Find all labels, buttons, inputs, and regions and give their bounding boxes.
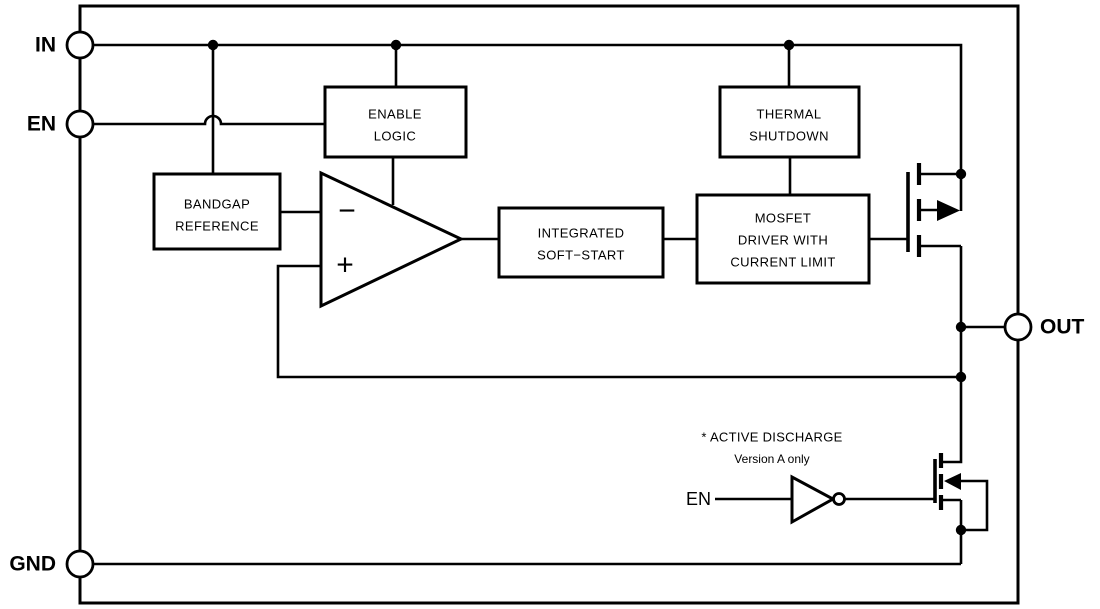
block-integrated-soft-start: INTEGRATED SOFT−START [497,206,665,279]
block-enable-logic: ENABLE LOGIC [323,85,468,159]
junction-dot [783,39,795,51]
error-amplifier: − + [319,170,465,309]
soft-start-label-1: INTEGRATED [538,226,625,241]
inverter-bubble [832,492,846,506]
junction-dot [955,321,967,333]
thermal-box [718,85,861,159]
pin-in: IN [35,30,95,60]
error-amplifier-triangle [319,170,465,309]
soft-start-label-2: SOFT−START [537,248,625,263]
out-pin-circle [1003,312,1033,342]
active-discharge-note-line1: * ACTIVE DISCHARGE [701,430,842,445]
enable-logic-label-1: ENABLE [368,107,422,122]
inverter-triangle [790,474,837,525]
in-rail-wire [93,43,963,211]
junction-dot [207,39,219,51]
mosfet-driver-box [695,193,871,285]
in-pin-circle [65,30,95,60]
inverting-input-sign: − [338,195,356,228]
pin-gnd: GND [9,549,95,579]
pin-en: EN [27,109,95,139]
chip-outline [78,4,1020,605]
junction-dot [955,371,967,383]
in-pin-label: IN [35,34,56,57]
bandgap-label-2: REFERENCE [175,219,259,234]
junction-dot [390,39,402,51]
enable-logic-box [323,85,468,159]
pmos-pass-transistor [906,163,961,257]
thermal-label-2: SHUTDOWN [749,129,829,144]
block-mosfet-driver: MOSFET DRIVER WITH CURRENT LIMIT [695,193,871,285]
soft-start-box [497,206,665,279]
thermal-label-1: THERMAL [757,107,822,122]
en-rail-wire-with-hop [93,114,325,126]
junction-dot [955,524,967,536]
en-pin-circle [65,109,95,139]
noninverting-input-sign: + [336,249,354,282]
nmos-body-arrow-icon [944,473,961,490]
out-pin-label: OUT [1040,316,1085,339]
inverter-gate [715,474,935,525]
out-node-vertical-wire [941,246,963,464]
mosfet-driver-label-2: DRIVER WITH [738,233,828,248]
bandgap-label-1: BANDGAP [184,197,250,212]
nmos-body-wire [959,479,989,532]
pmos-body-arrow-icon [937,200,960,221]
junction-dots [207,39,967,536]
gnd-pin-circle [65,549,95,579]
block-thermal-shutdown: THERMAL SHUTDOWN [718,85,861,159]
pin-out: OUT [1003,312,1085,342]
mosfet-driver-label-3: CURRENT LIMIT [730,255,835,270]
feedback-wire [276,264,961,379]
discharge-en-label: EN [686,489,711,509]
gnd-pin-label: GND [9,553,56,576]
active-discharge-note: * ACTIVE DISCHARGE Version A only EN [686,430,842,510]
block-bandgap-reference: BANDGAP REFERENCE [152,172,282,251]
wires [93,43,1005,566]
en-pin-label: EN [27,113,56,136]
junction-dot [955,168,967,180]
active-discharge-note-line2: Version A only [734,452,809,466]
enable-logic-label-2: LOGIC [374,129,416,144]
nmos-discharge-transistor [933,453,989,532]
mosfet-driver-label-1: MOSFET [755,211,812,226]
bandgap-box [152,172,282,251]
